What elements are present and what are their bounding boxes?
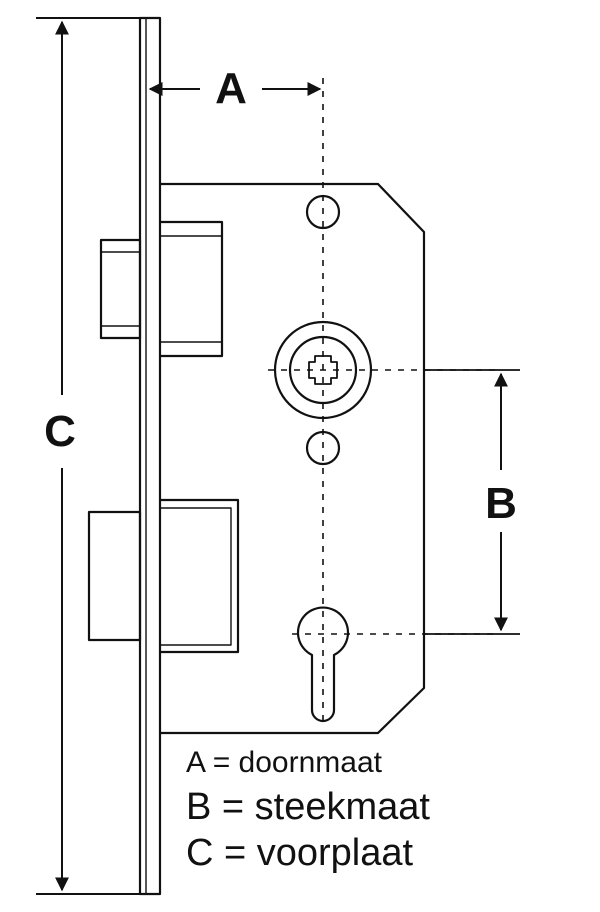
legend-line-a: A = doornmaat [186,746,382,779]
legend-line-c: C = voorplaat [186,832,414,874]
dead-bolt [87,498,240,654]
label-b: B [485,479,517,528]
lock-body [160,182,426,735]
legend-line-b: B = steekmaat [186,786,430,828]
label-c: C [44,407,76,456]
dimension-c [36,17,140,895]
center-lines [268,78,500,725]
latch-bolt [99,220,224,358]
legend: A = doornmaat B = steekmaat C = voorplaa… [186,746,430,874]
label-a: A [215,64,247,113]
faceplate [138,16,162,896]
